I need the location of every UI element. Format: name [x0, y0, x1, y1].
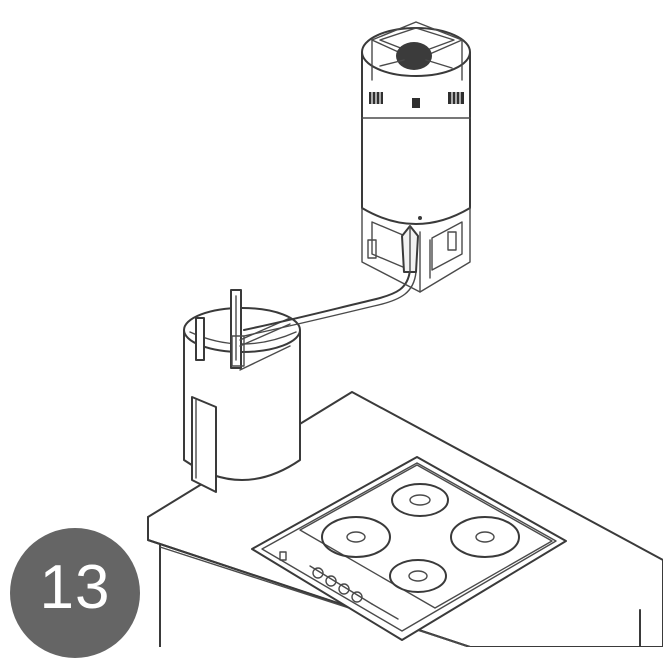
cooker-hood-motor-unit	[361, 21, 471, 293]
step-number: 13	[39, 552, 111, 622]
burner-left	[321, 516, 391, 558]
step-number-badge: 13	[10, 528, 140, 658]
induction-hob	[251, 456, 567, 641]
burner-right	[450, 516, 520, 558]
burner-front	[389, 559, 447, 593]
hob-controls	[279, 551, 399, 620]
extraction-hose	[243, 269, 417, 337]
burner-back	[391, 483, 449, 517]
hood-chimney-body	[183, 289, 301, 493]
